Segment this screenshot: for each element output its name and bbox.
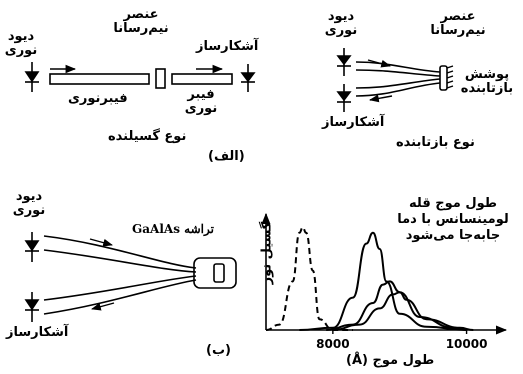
semiconductor-element-label-reflective: عنصر نیم‌رسانا [430, 9, 486, 38]
figure-label-a: (الف) [208, 149, 245, 164]
figure-label-b: (ب) [206, 343, 231, 358]
reflective-caption: نوع بازتابنده [396, 135, 475, 150]
gaalas-sensor-diagram [24, 232, 237, 322]
arrow-b-out [91, 302, 115, 311]
detector-symbol-reflective [336, 84, 352, 112]
chip-housing [193, 257, 237, 289]
chart-title: طول موج قله لومینسانس با دما جابه‌جا می‌… [397, 196, 509, 243]
x-tick-label-8000: 8000 [316, 337, 349, 351]
series-layer [265, 226, 474, 331]
detector-label-a: آشکارساز [196, 39, 259, 54]
arrow-b-in [89, 238, 113, 247]
fiber-bundle-b [43, 235, 197, 315]
x-ticks: 8000 10000 [316, 330, 487, 351]
reflective-arrow-in [367, 59, 391, 68]
x-axis-label: طول موج (Å) [346, 353, 435, 368]
reflective-coating-label: پوشش بازتابنده [460, 67, 514, 96]
spectrum-series-4 [332, 291, 474, 331]
detector-label-reflective: آشکارساز [322, 115, 385, 130]
diode-label-a: دیود نوری [4, 29, 38, 58]
reflective-sensor-diagram [336, 48, 454, 112]
semiconductor-element [155, 68, 166, 89]
transmissive-sensor-diagram [24, 62, 256, 92]
detector-symbol-b [24, 292, 40, 322]
spectrum-series-3 [326, 280, 467, 331]
spectrum-series-1 [265, 226, 353, 331]
sensor-element-reflective [439, 65, 448, 91]
spectrum-chart: 8000 10000 [261, 212, 508, 351]
semiconductor-element-label-a: عنصر نیم‌رسانا [113, 7, 169, 36]
fiber-right [171, 73, 233, 85]
transmissive-caption: نوع گسیلنده [108, 129, 187, 144]
light-diode-symbol-reflective [336, 48, 352, 76]
spectrum-series-2 [299, 231, 467, 331]
fiber-left-label: فیبرنوری [68, 91, 128, 106]
reflective-arrow-out [369, 94, 393, 103]
fiber-left [49, 73, 150, 85]
gaalas-chip [213, 263, 225, 283]
light-diode-symbol [24, 62, 40, 92]
fiber-right-label: فیبر نوری [184, 87, 218, 116]
chip-label: تراشه GaAlAs [132, 222, 214, 236]
diode-label-b: دیود نوری [12, 189, 46, 218]
x-tick-label-10000: 10000 [446, 337, 488, 351]
detector-label-b: آشکارساز [6, 325, 69, 340]
detector-symbol [240, 64, 256, 92]
fiber-bundle [355, 61, 441, 97]
light-diode-symbol-b [24, 232, 40, 262]
diode-label-reflective: دیود نوری [324, 9, 358, 38]
reflective-coating-hatch [446, 65, 454, 89]
y-axis-label: گسیل نور [259, 221, 275, 285]
